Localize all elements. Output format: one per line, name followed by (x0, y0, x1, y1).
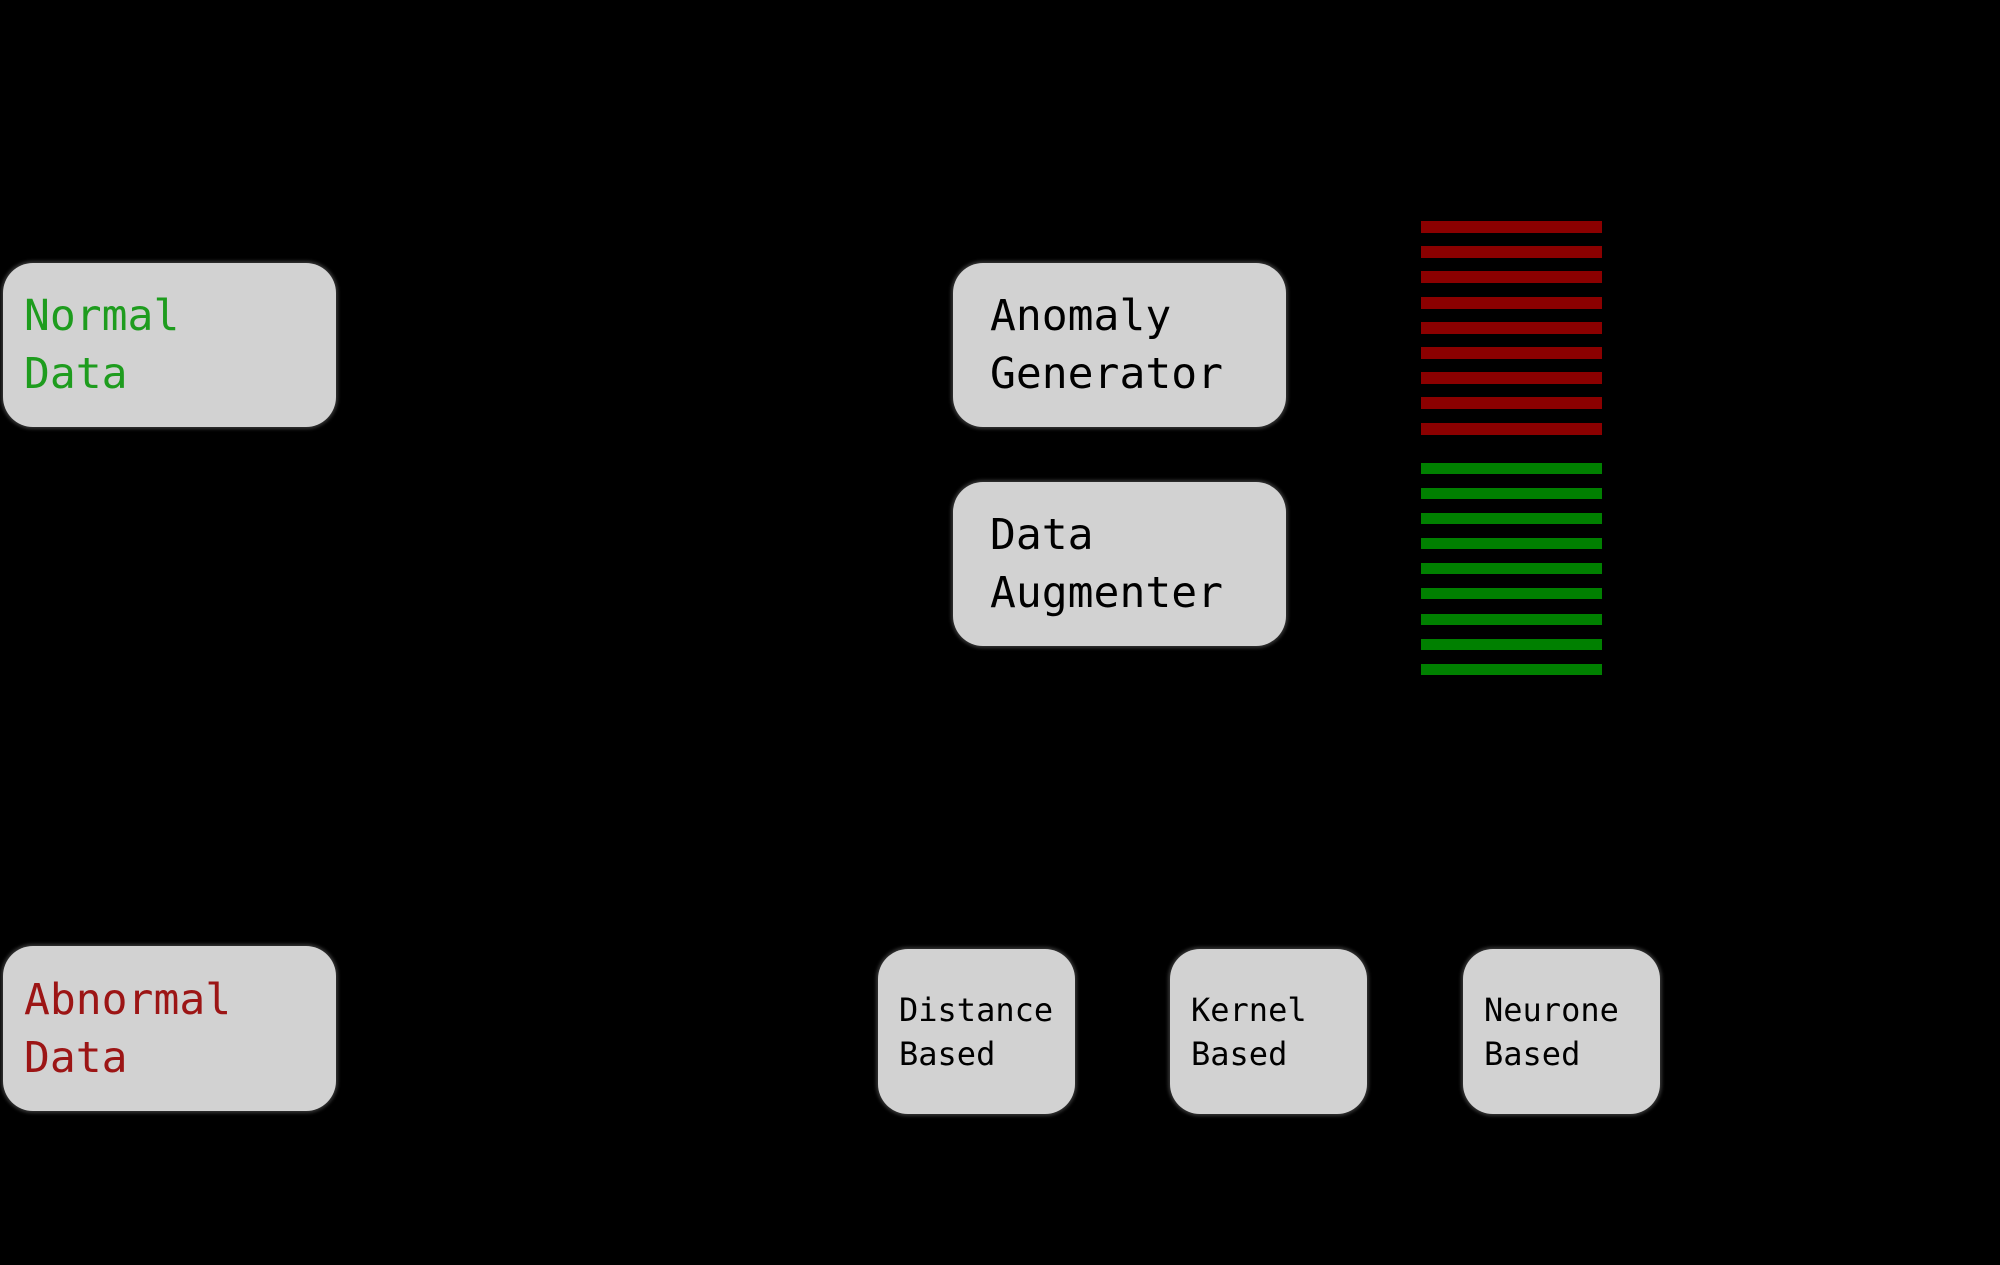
normal-sample-bar (1421, 663, 1602, 675)
neurone-based-node: Neurone Based (1463, 949, 1660, 1114)
normal-sample-bar (1421, 613, 1602, 625)
distance-based-label-line2: Based (899, 1034, 996, 1073)
abnormal-sample-bar (1421, 246, 1602, 259)
kernel-based-label-line2: Based (1191, 1034, 1288, 1073)
normal-data-label-line2: Data (24, 349, 128, 399)
normal-sample-bar (1421, 538, 1602, 550)
abnormal-sample-bar (1421, 221, 1602, 233)
anomaly-generator-node: Anomaly Generator (953, 263, 1286, 427)
normal-sample-bar-stack (1421, 463, 1602, 689)
data-augmenter-node: Data Augmenter (953, 482, 1286, 646)
data-augmenter-label-line2: Augmenter (990, 568, 1223, 618)
kernel-based-node: Kernel Based (1170, 949, 1367, 1114)
abnormal-sample-bar (1421, 422, 1602, 435)
normal-sample-bar (1421, 513, 1602, 525)
abnormal-data-label-line1: Abnormal (24, 974, 232, 1025)
normal-sample-bar (1421, 463, 1602, 474)
normal-sample-bar (1421, 488, 1602, 500)
abnormal-data-node: Abnormal Data (3, 946, 336, 1111)
data-augmenter-label-line1: Data (990, 510, 1094, 560)
normal-sample-bar (1421, 563, 1602, 575)
anomaly-generator-label-line2: Generator (990, 349, 1223, 399)
abnormal-sample-bar (1421, 397, 1602, 410)
neurone-based-label-line1: Neurone (1484, 990, 1619, 1029)
distance-based-node: Distance Based (878, 949, 1075, 1114)
normal-sample-bar (1421, 638, 1602, 650)
neurone-based-label-line2: Based (1484, 1034, 1581, 1073)
normal-data-label-line1: Normal (24, 291, 180, 341)
kernel-based-label-line1: Kernel (1191, 990, 1307, 1029)
normal-sample-bar (1421, 588, 1602, 600)
abnormal-sample-bar (1421, 296, 1602, 309)
anomaly-generator-label-line1: Anomaly (990, 291, 1172, 341)
abnormal-sample-bar (1421, 372, 1602, 385)
abnormal-sample-bar-stack (1421, 221, 1602, 448)
normal-data-node: Normal Data (3, 263, 336, 427)
abnormal-sample-bar (1421, 321, 1602, 334)
distance-based-label-line1: Distance (899, 990, 1054, 1029)
abnormal-data-label-line2: Data (24, 1032, 128, 1083)
abnormal-sample-bar (1421, 346, 1602, 359)
abnormal-sample-bar (1421, 271, 1602, 284)
